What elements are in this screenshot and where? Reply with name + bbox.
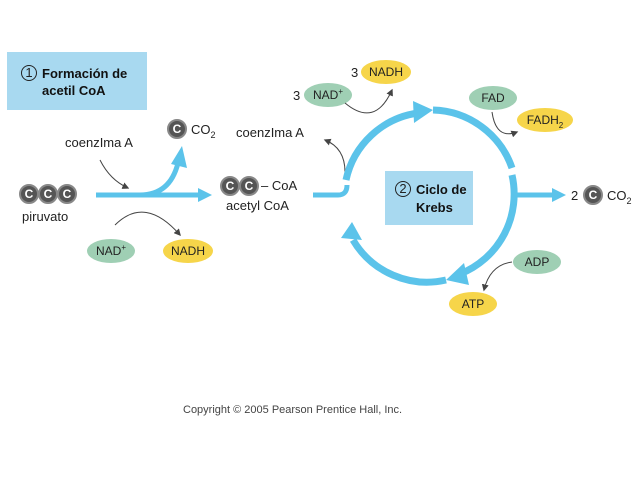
acetyl-coa-label: acetyl CoA xyxy=(226,198,289,213)
acetyl-carbon-2 xyxy=(239,176,259,196)
nad-oval-3: 3 NAD+ xyxy=(293,83,352,107)
co2-output-1: C CO2 xyxy=(167,119,216,140)
svg-text:C: C xyxy=(245,179,254,193)
svg-text:FAD: FAD xyxy=(481,91,505,105)
co2-count: 2 xyxy=(571,188,578,203)
co2-label-1: CO2 xyxy=(191,122,216,140)
fad-to-fadh2-arrow xyxy=(491,111,519,138)
atp-oval: ATP xyxy=(449,292,497,316)
step1-number: 1 xyxy=(25,65,32,80)
coenzyme-a-in-arrow xyxy=(99,159,130,189)
svg-text:C: C xyxy=(589,188,598,202)
step2-box: 2 Ciclo de Krebs xyxy=(385,171,473,225)
svg-text:NAD+: NAD+ xyxy=(313,87,343,102)
fad-oval: FAD xyxy=(469,86,517,110)
co2-carbon xyxy=(167,119,187,139)
step2-title-line1: Ciclo de xyxy=(416,182,467,197)
nadh-count: 3 xyxy=(351,65,358,80)
acetyl-coa: C C – CoA acetyl CoA xyxy=(220,176,297,213)
step2-number-badge xyxy=(395,181,411,197)
coenzyme-a-label-2: coenzIma A xyxy=(236,125,304,140)
svg-text:C: C xyxy=(25,187,34,201)
svg-text:NADH: NADH xyxy=(369,65,403,79)
nad-count: 3 xyxy=(293,88,300,103)
svg-text:ADP: ADP xyxy=(525,255,550,269)
pyruvate: C C C piruvato xyxy=(19,184,77,224)
nad-oval-1: NAD+ xyxy=(87,239,135,263)
co2-output-2: 2 C CO2 xyxy=(571,185,632,206)
step1-title-line1: Formación de xyxy=(42,66,127,81)
svg-text:NAD+: NAD+ xyxy=(96,243,126,258)
svg-text:NADH: NADH xyxy=(171,244,205,258)
co2-output-arrowhead xyxy=(552,188,566,202)
step2-number: 2 xyxy=(399,181,406,196)
acetyl-coa-suffix: – CoA xyxy=(261,178,297,193)
step1-number-badge xyxy=(21,65,37,81)
copyright-text: Copyright © 2005 Pearson Prentice Hall, … xyxy=(183,404,402,416)
step1-box: 1 Formación de acetil CoA xyxy=(7,52,147,110)
adp-to-atp-arrow xyxy=(481,261,513,292)
step2-title-line2: Krebs xyxy=(416,200,453,215)
fadh2-oval: FADH2 xyxy=(517,108,573,132)
nad-to-nadh-arrow-1 xyxy=(114,211,181,237)
co2-carbon-2 xyxy=(583,185,603,205)
adp-oval: ADP xyxy=(513,250,561,274)
coenzyme-a-out-arrow xyxy=(323,138,346,173)
co2-label-2: CO2 xyxy=(607,188,632,206)
nadh-oval-1: NADH xyxy=(163,239,213,263)
carbon-3 xyxy=(57,184,77,204)
acetyl-into-cycle-arrow xyxy=(313,184,350,198)
svg-text:C: C xyxy=(226,179,235,193)
svg-text:FADH2: FADH2 xyxy=(527,113,564,130)
nad-to-nadh-arrow-3 xyxy=(344,88,393,114)
svg-text:C: C xyxy=(173,122,182,136)
nadh-oval-3: 3 NADH xyxy=(351,60,411,84)
step1-title-line2: acetil CoA xyxy=(42,83,106,98)
svg-text:C: C xyxy=(44,187,53,201)
pyruvate-to-acetyl-arrow xyxy=(96,146,212,202)
coenzyme-a-label-1: coenzIma A xyxy=(65,135,133,150)
svg-text:ATP: ATP xyxy=(462,297,484,311)
pyruvate-label: piruvato xyxy=(22,209,68,224)
svg-text:C: C xyxy=(63,187,72,201)
krebs-cycle-ring xyxy=(341,101,518,286)
